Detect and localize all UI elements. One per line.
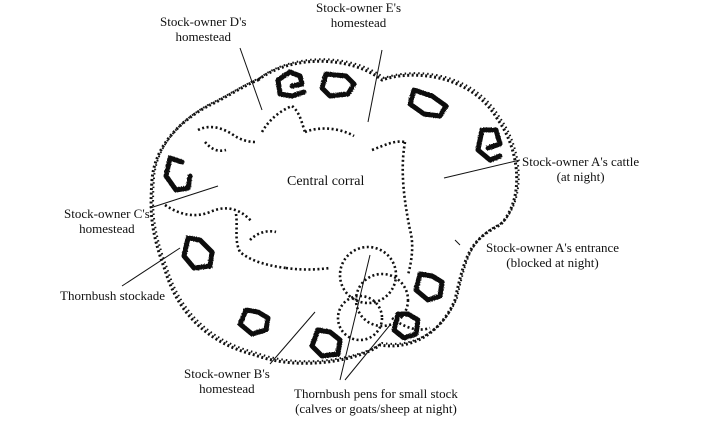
homestead-huts [163,69,503,359]
homestead-hut-icon [163,155,193,193]
label-stock-owner-e-homestead: Stock-owner E's homestead [316,0,402,30]
homestead-hut-icon [319,71,357,99]
label-stock-owner-a-entrance: Stock-owner A's entrance (blocked at nig… [486,240,620,270]
homestead-hut-icon [181,235,215,271]
homestead-hut-icon [275,69,307,99]
label-thornbush-pens: Thornbush pens for small stock (calves o… [294,386,458,416]
label-stock-owner-d-homestead: Stock-owner D's homestead [160,14,247,44]
homestead-hut-icon [237,307,271,337]
homestead-hut-icon [309,327,343,359]
thornbush-stockade-fence [149,58,520,365]
label-stock-owner-a-cattle: Stock-owner A's cattle (at night) [522,154,640,184]
homestead-hut-icon [407,87,449,119]
homestead-hut-icon [475,127,503,163]
homestead-hut-icon [391,311,421,341]
label-thornbush-stockade: Thornbush stockade [60,288,166,303]
label-stock-owner-c-homestead: Stock-owner C's homestead [64,206,150,236]
inner-thornbush-fences [164,104,431,342]
label-stock-owner-b-homestead: Stock-owner B's homestead [184,366,270,396]
label-central-corral: Central corral [287,174,365,189]
homestead-hut-icon [413,271,445,303]
leader-lines [121,47,521,381]
